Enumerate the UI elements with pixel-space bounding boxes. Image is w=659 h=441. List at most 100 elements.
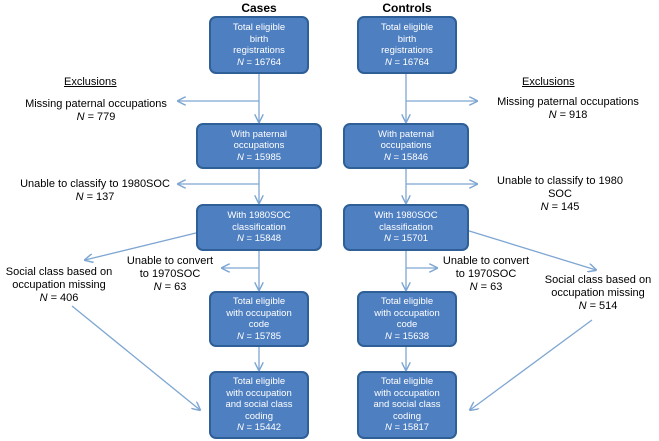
n-value: = 918 [559,109,588,121]
excl-line: Unable to classify to 1980SOC [20,178,170,190]
box-line: birth [249,33,269,45]
cases-excl-missing-paternal: Missing paternal occupations N = 779 [16,98,176,124]
excl-line: occupation missing [12,279,106,291]
n-symbol: N [384,422,392,434]
arrow-cases-diag-1 [85,231,201,260]
arrow-cases-diag-2 [71,305,200,410]
cases-excl-social-class-missing: Social class based on occupation missing… [0,266,118,305]
box-line: Total eligible [232,22,286,33]
n-value: = 15638 [394,330,430,342]
n-symbol: N [548,109,557,121]
controls-box-1980soc: With 1980SOC classification N = 15701 [343,204,469,251]
box-line: and social class [373,399,441,411]
excl-line: Social class based on [544,274,652,286]
box-line: with occupation [374,387,440,399]
n-symbol: N [578,300,587,312]
cases-box-total-registrations: Total eligible birth registrations N = 1… [209,16,309,74]
controls-box-total-registrations: Total eligible birth registrations N = 1… [357,16,457,74]
n-value: = 63 [480,281,503,293]
arrow-controls-diag-1 [465,229,596,270]
cases-box-social-class: Total eligible with occupation and socia… [209,371,309,439]
box-line: Total eligible [380,376,434,388]
controls-header: Controls [382,1,432,15]
cases-box-occupation-code: Total eligible with occupation code N = … [209,291,309,347]
box-line: with occupation [374,307,440,319]
n-value: = 15785 [246,330,282,342]
n-symbol: N [383,151,391,163]
excl-line: Social class based on [5,266,113,278]
n-symbol: N [236,422,244,434]
cases-box-1980soc: With 1980SOC classification N = 15848 [196,204,322,251]
controls-box-occupation-code: Total eligible with occupation code N = … [357,291,457,347]
n-symbol: N [469,281,478,293]
cases-excl-unable-classify: Unable to classify to 1980SOC N = 137 [10,178,180,204]
box-line: With 1980SOC [374,210,438,222]
controls-box-paternal-occupations: With paternal occupations N = 15846 [343,123,469,169]
n-symbol: N [236,330,244,342]
excl-line: to 1970SOC [455,268,517,280]
n-value: = 15442 [246,422,282,434]
box-line: birth [397,33,417,45]
box-line: Total eligible [232,296,286,307]
n-symbol: N [76,111,85,123]
n-symbol: N [236,151,244,163]
excl-line: Unable to convert [442,255,530,267]
exclusions-label-left: Exclusions [64,76,117,88]
box-line: code [248,319,270,330]
n-symbol: N [384,56,392,68]
box-line: occupations [233,140,285,152]
box-line: with occupation [226,387,292,399]
controls-excl-social-class-missing: Social class based on occupation missing… [538,274,658,313]
excl-line: SOC [548,188,572,200]
controls-excl-missing-paternal: Missing paternal occupations N = 918 [479,96,657,122]
box-line: occupations [380,140,432,152]
box-line: classification [232,221,286,233]
box-line: Total eligible [232,376,286,388]
box-line: and social class [225,399,293,411]
n-value: = 145 [551,201,580,213]
box-line: Total eligible [380,22,434,33]
n-value: = 137 [86,191,115,203]
controls-box-social-class: Total eligible with occupation and socia… [357,371,457,439]
box-line: coding [393,410,421,422]
box-line: registrations [381,45,433,56]
excl-line: Missing paternal occupations [25,98,167,110]
box-line: With paternal [378,128,434,140]
arrow-controls-diag-2 [470,319,593,410]
excl-line: Unable to classify to 1980 [497,175,623,187]
n-symbol: N [384,330,392,342]
cases-box-paternal-occupations: With paternal occupations N = 15985 [196,123,322,169]
excl-line: Unable to convert [126,255,214,267]
n-value: = 15848 [246,233,282,245]
n-value: = 15846 [393,151,429,163]
box-line: Total eligible [380,296,434,307]
n-value: = 63 [164,281,187,293]
excl-line: occupation missing [551,287,645,299]
controls-excl-unable-convert: Unable to convert to 1970SOC N = 63 [436,255,536,294]
n-value: = 15817 [394,422,430,434]
cases-excl-unable-convert: Unable to convert to 1970SOC N = 63 [120,255,220,294]
n-value: = 779 [87,111,116,123]
n-value: = 16764 [394,56,430,68]
box-line: registrations [233,45,285,56]
n-value: = 16764 [246,56,282,68]
n-symbol: N [153,281,162,293]
n-value: = 15985 [246,151,282,163]
box-line: with occupation [226,307,292,319]
n-value: = 514 [589,300,618,312]
n-symbol: N [540,201,549,213]
controls-excl-unable-classify: Unable to classify to 1980 SOC N = 145 [480,175,640,214]
box-line: coding [245,410,273,422]
box-line: With 1980SOC [227,210,291,222]
n-value: = 15701 [393,233,429,245]
n-symbol: N [383,233,391,245]
excl-line: Missing paternal occupations [497,96,639,108]
n-value: = 406 [50,292,79,304]
n-symbol: N [236,56,244,68]
box-line: classification [379,221,433,233]
cases-header: Cases [241,1,277,15]
box-line: code [396,319,418,330]
n-symbol: N [236,233,244,245]
excl-line: to 1970SOC [139,268,201,280]
